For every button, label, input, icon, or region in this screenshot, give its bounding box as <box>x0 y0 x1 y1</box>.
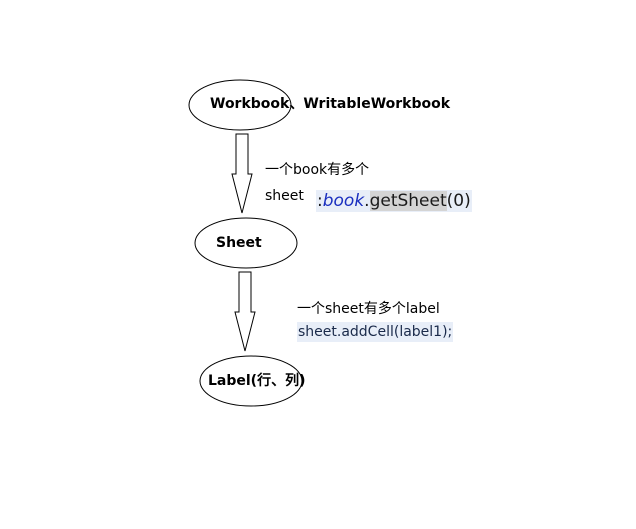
get-sheet-dot: . <box>364 191 370 211</box>
workbook-to-sheet-arrow <box>231 133 253 214</box>
get-sheet-method: getSheet <box>369 191 447 211</box>
workbook-node-label: Workbook、WritableWorkbook <box>210 96 451 112</box>
get-sheet-colon: : <box>317 191 323 211</box>
sheet-labels-note: 一个sheet有多个label <box>297 301 440 317</box>
book-sheets-note-line1: 一个book有多个 <box>265 162 370 178</box>
workbook-node-ellipse <box>188 79 292 131</box>
sheet-node-ellipse <box>194 217 298 269</box>
get-sheet-code: :book.getSheet(0) <box>316 190 472 212</box>
get-sheet-object: book <box>322 191 365 211</box>
sheet-to-label-arrow <box>234 271 256 352</box>
sheet-node-label: Sheet <box>216 235 262 251</box>
label-node-ellipse <box>199 355 303 407</box>
get-sheet-args: (0) <box>446 191 471 211</box>
label-node-label: Label(行、列) <box>208 373 306 389</box>
book-sheets-note-line2: sheet <box>265 188 304 204</box>
add-cell-code: sheet.addCell(label1); <box>297 322 454 342</box>
